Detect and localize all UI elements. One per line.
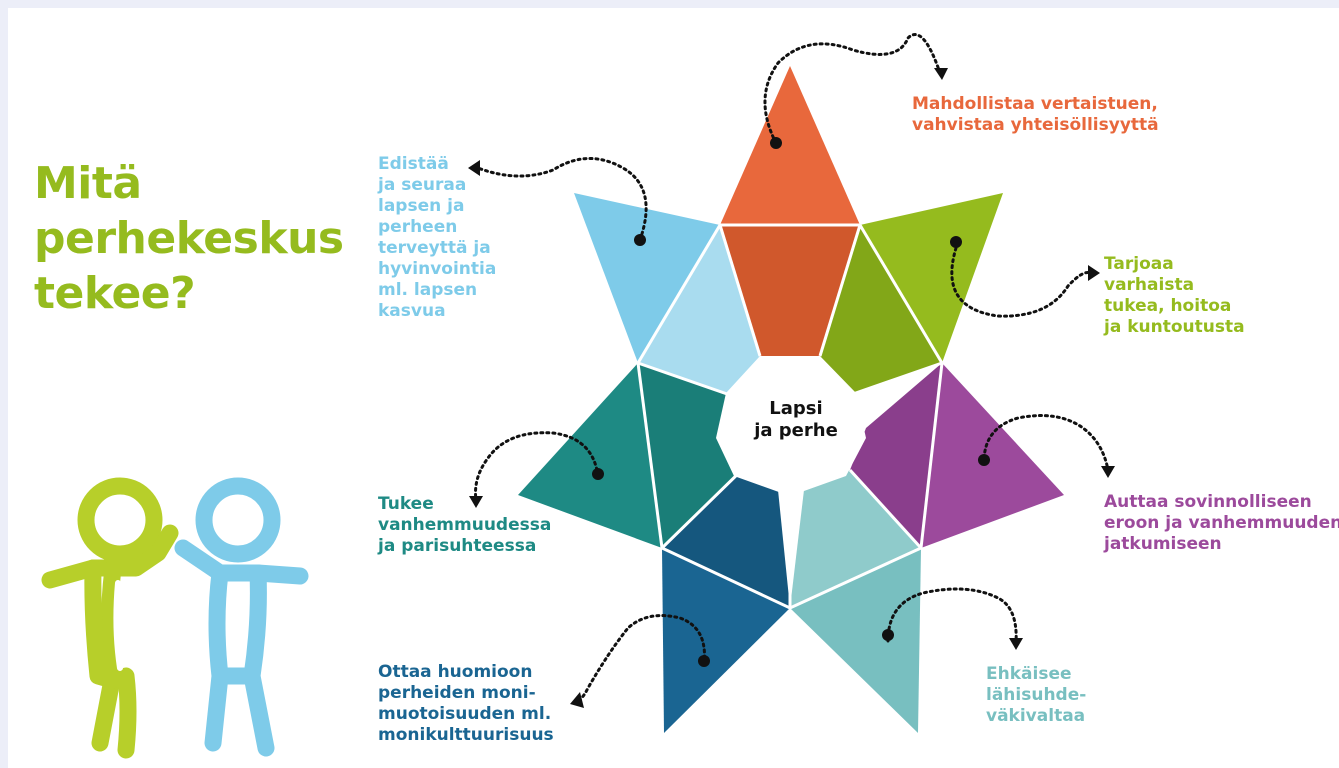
label-lightblue-line-5: terveyttä ja	[378, 238, 491, 258]
infographic-canvas: Mitä perhekeskus tekee?	[8, 8, 1339, 768]
label-green-line-1: Tarjoaa	[1104, 254, 1174, 274]
label-green: Tarjoaa varhaista tukea, hoitoa ja kunto…	[1104, 254, 1245, 338]
label-green-line-2: varhaista	[1104, 275, 1195, 295]
label-lightblue-line-1: Edistää	[378, 154, 449, 174]
label-teal-line-3: ja parisuhteessa	[378, 536, 537, 556]
label-lightblue-line-7: ml. lapsen	[378, 280, 478, 300]
label-lightblue: Edistää ja seuraa lapsen ja perheen terv…	[378, 154, 496, 322]
lightblue-inner	[638, 225, 760, 395]
green-inner	[820, 225, 942, 395]
center-hub	[716, 356, 866, 496]
darkblue-inner	[662, 466, 790, 608]
label-lightblue-line-8: kasvua	[378, 301, 446, 321]
arrowheads	[468, 68, 1115, 708]
connector-arrows	[474, 33, 1110, 703]
label-lightblue-line-4: perheen	[378, 217, 458, 237]
teal-inner	[638, 363, 746, 548]
label-darkblue-line-3: muotoisuuden ml.	[378, 704, 552, 724]
connector-dots	[592, 137, 990, 667]
label-lightblue-line-3: lapsen ja	[378, 196, 465, 216]
label-teal-line-1: Tukee	[378, 494, 434, 514]
title-line-2: perhekeskus	[34, 213, 344, 264]
title-line-3: tekee?	[34, 268, 196, 319]
label-paleteal-line-1: Ehkäisee	[986, 664, 1072, 684]
label-purple-line-3: jatkumiseen	[1104, 534, 1222, 554]
center-label-line-1: Lapsi	[769, 398, 823, 419]
title-line-1: Mitä	[34, 158, 142, 209]
lightblue-triangle	[574, 193, 720, 363]
label-teal: Tukee vanhemmuudessa ja parisuhteessa	[378, 494, 551, 557]
paleteal-inner	[790, 470, 921, 608]
label-darkblue-line-1: Ottaa huomioon	[378, 662, 533, 682]
label-darkblue: Ottaa huomioon perheiden moni- muotoisuu…	[378, 662, 554, 746]
teal-triangle	[518, 363, 662, 548]
page-title: Mitä perhekeskus tekee?	[34, 156, 344, 321]
purple-inner	[850, 363, 942, 548]
label-purple-line-1: Auttaa sovinnolliseen	[1104, 492, 1312, 512]
orange-inner	[720, 225, 860, 356]
center-label: Lapsi ja perhe	[746, 398, 846, 442]
label-paleteal: Ehkäisee lähisuhde- väkivaltaa	[986, 664, 1086, 727]
label-purple-line-2: eroon ja vanhemmuuden	[1104, 513, 1339, 533]
label-darkblue-line-4: monikulttuurisuus	[378, 725, 554, 745]
label-orange: Mahdollistaa vertaistuen, vahvistaa yhte…	[912, 94, 1159, 136]
label-orange-line-2: vahvistaa yhteisöllisyyttä	[912, 115, 1159, 135]
orange-triangle	[720, 66, 860, 225]
label-lightblue-line-2: ja seuraa	[378, 175, 467, 195]
purple-triangle	[921, 363, 1064, 548]
green-triangle	[860, 193, 1003, 363]
children-illustration-icon	[41, 477, 309, 759]
label-lightblue-line-6: hyvinvointia	[378, 259, 497, 279]
label-green-line-4: ja kuntoutusta	[1104, 317, 1245, 337]
label-purple: Auttaa sovinnolliseen eroon ja vanhemmuu…	[1104, 492, 1339, 555]
label-darkblue-line-2: perheiden moni-	[378, 683, 536, 703]
label-teal-line-2: vanhemmuudessa	[378, 515, 552, 535]
label-orange-line-1: Mahdollistaa vertaistuen,	[912, 94, 1158, 114]
label-green-line-3: tukea, hoitoa	[1104, 296, 1232, 316]
label-paleteal-line-2: lähisuhde-	[986, 685, 1087, 705]
label-paleteal-line-3: väkivaltaa	[986, 706, 1086, 726]
facet-lines	[636, 223, 944, 610]
center-label-line-2: ja perhe	[754, 420, 838, 441]
star-diagram	[41, 33, 1115, 759]
